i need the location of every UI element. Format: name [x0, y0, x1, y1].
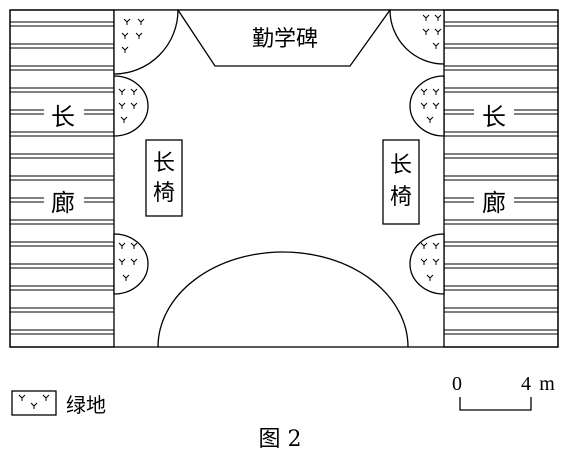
right-corridor	[443, 9, 559, 348]
scale-unit: m	[539, 373, 555, 395]
bench-right-label-top: 长	[390, 153, 412, 178]
left-corridor-label-top: 长	[51, 103, 75, 131]
bench-right: 长 椅	[382, 139, 420, 225]
green-area-top-left	[113, 9, 179, 75]
left-corridor-labels: 长 廊	[44, 100, 84, 217]
legend-grass-symbol	[11, 390, 57, 416]
bottom-arch	[157, 251, 409, 348]
green-area-left-upper	[113, 75, 149, 137]
figure-caption: 图 2	[259, 427, 302, 452]
legend-label: 绿地	[66, 393, 106, 417]
scale-end: 4	[521, 373, 531, 395]
monument: 勤学碑	[176, 9, 392, 67]
green-area-top-right	[389, 9, 445, 65]
right-corridor-labels: 长 廊	[474, 100, 514, 217]
bench-left: 长 椅	[145, 139, 183, 217]
left-corridor-label-bottom: 廊	[51, 189, 75, 217]
scale-bar: 0 4 m	[452, 373, 555, 411]
scale-start: 0	[452, 373, 462, 395]
right-corridor-label-bottom: 廊	[482, 189, 506, 217]
right-corridor-label-top: 长	[482, 103, 506, 131]
bench-left-label-top: 长	[153, 151, 175, 176]
left-corridor	[9, 9, 115, 348]
bench-left-label-bottom: 椅	[153, 181, 175, 206]
legend: 绿地	[11, 390, 106, 417]
green-area-right-upper	[409, 75, 445, 137]
bench-right-label-bottom: 椅	[390, 185, 412, 210]
monument-label: 勤学碑	[252, 27, 318, 52]
green-area-right-lower	[409, 233, 445, 295]
green-area-left-lower	[113, 233, 149, 295]
